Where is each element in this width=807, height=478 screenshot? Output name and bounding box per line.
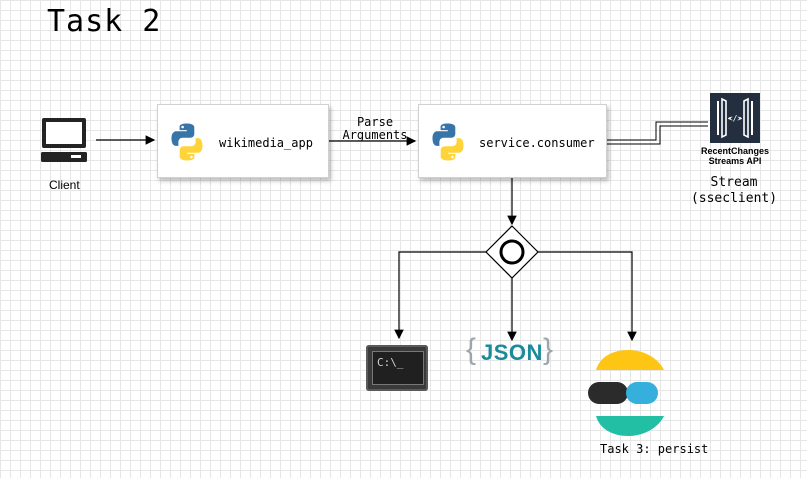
terminal-screen: C:\_	[372, 351, 424, 385]
edge-label-line1: Parse	[356, 115, 394, 129]
diagram-title: Task 2	[47, 4, 162, 39]
elasticsearch-icon	[588, 350, 664, 436]
svg-text:</>: </>	[728, 114, 743, 123]
wikimedia-app-label: wikimedia_app	[219, 136, 313, 150]
json-left-brace-icon: {	[466, 333, 477, 366]
terminal-prompt: C:\_	[377, 356, 404, 369]
edge-label: Parse Arguments	[340, 116, 410, 142]
json-logo: { JSON }	[466, 333, 558, 371]
api-gateway-icon: </>	[710, 93, 760, 143]
service-consumer-label: service.consumer	[479, 136, 595, 150]
stream-caption: Stream (sseclient)	[680, 175, 788, 207]
gateway-circle	[499, 239, 525, 265]
edge-gateway-to-terminal	[394, 251, 486, 340]
python-icon	[171, 123, 203, 161]
api-label-line1: RecentChanges	[700, 146, 770, 156]
edge-consumer-to-api	[606, 121, 708, 141]
service-consumer-node[interactable]: service.consumer	[418, 104, 607, 178]
stream-caption-line1: Stream	[710, 175, 758, 190]
edge-label-line2: Arguments	[342, 128, 408, 142]
python-icon	[432, 123, 464, 161]
api-label-line2: Streams API	[708, 156, 762, 166]
elastic-label: Task 3: persist	[600, 442, 709, 456]
json-text: JSON	[481, 340, 543, 365]
stream-caption-line2: (sseclient)	[690, 191, 778, 206]
computer-icon	[41, 118, 87, 162]
api-label: RecentChanges Streams API	[692, 146, 778, 166]
edge-gateway-to-elastic	[538, 251, 637, 342]
wikimedia-app-node[interactable]: wikimedia_app	[157, 104, 329, 178]
json-right-brace-icon: }	[543, 333, 554, 366]
client-label: Client	[49, 178, 80, 192]
terminal-icon: C:\_	[366, 345, 428, 391]
